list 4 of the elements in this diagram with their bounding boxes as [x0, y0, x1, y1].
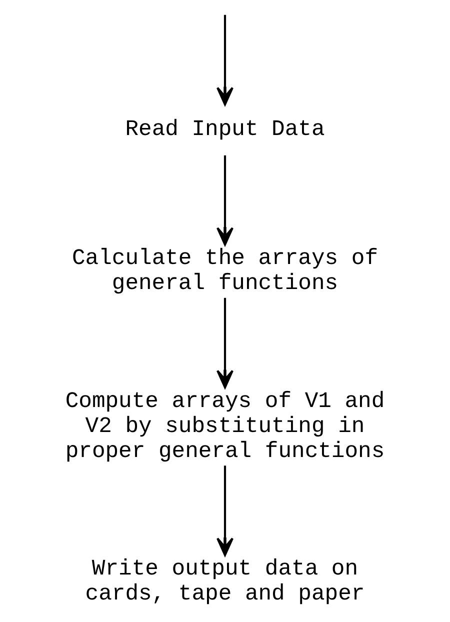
- node-text: Calculate the arrays of general functions: [72, 246, 378, 296]
- node-text: Write output data on cards, tape and paper: [85, 556, 365, 607]
- node-text: Read Input Data: [125, 117, 325, 142]
- node-text: Compute arrays of V1 and V2 by substituting in proper general functions: [65, 388, 385, 464]
